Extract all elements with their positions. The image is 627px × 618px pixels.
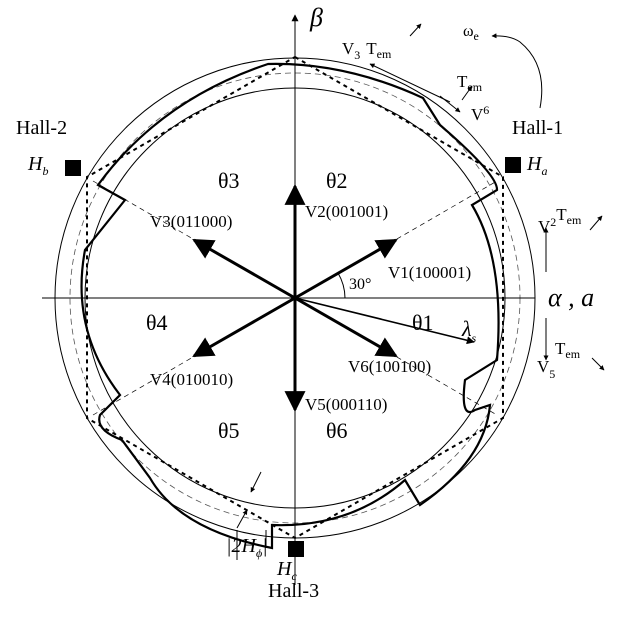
vector-v1 — [294, 238, 398, 300]
omega-label: ωe — [463, 23, 479, 43]
omega-symbol: ω — [463, 23, 474, 40]
hb-label: Hb — [27, 153, 48, 178]
angle-label: 30° — [349, 276, 371, 293]
vector-v3 — [192, 238, 296, 300]
v5-v: V — [537, 357, 550, 376]
v2-tem-label: V2Tem — [538, 205, 582, 236]
flux-trajectory — [80, 62, 500, 550]
hall-1-label: Hall-1 — [512, 117, 563, 139]
hc-sub: c — [291, 569, 297, 583]
v2-sub: 2 — [550, 215, 556, 229]
v5-tem-label: V5 — [537, 357, 555, 381]
hall-3-label: Hall-3 — [268, 580, 319, 602]
v2-t-sub: em — [567, 213, 582, 227]
vector-v6 — [294, 296, 398, 358]
two-h-phi-label: |2Hϕ| — [226, 535, 268, 560]
vector-v1-label: V1(100001) — [388, 263, 471, 282]
omega-rotation-arrow — [491, 33, 543, 109]
sector-theta-1: θ1 — [412, 310, 434, 335]
ha-sub: a — [541, 164, 547, 178]
vector-v6-label: V6(100100) — [348, 357, 431, 376]
phi-sub: ϕ — [256, 546, 262, 560]
sector-theta-2: θ2 — [326, 168, 348, 193]
two-h-bar: | — [262, 535, 268, 557]
hall-sensor-2 — [65, 160, 81, 176]
flux-vector-lambda-s — [294, 297, 475, 345]
hysteresis-marks — [236, 471, 267, 560]
hc-label: Hc — [276, 558, 297, 583]
sector-theta-6: θ6 — [326, 418, 348, 443]
angle-arc — [337, 272, 346, 299]
tem-top-t: T — [457, 72, 468, 91]
v6-top-label: V6 — [471, 103, 489, 124]
v3-sub: 3 — [354, 48, 360, 62]
v5-t-sub: em — [565, 347, 580, 361]
v3-t: T — [366, 39, 377, 58]
v6-top-v: V — [471, 105, 484, 124]
vector-v4-label: V4(010010) — [150, 370, 233, 389]
ha-label: Ha — [526, 153, 547, 178]
v3-t-sub: em — [377, 47, 392, 61]
sector-boundaries — [92, 180, 498, 416]
sector-theta-5: θ5 — [218, 418, 240, 443]
omega-sub: e — [474, 29, 479, 43]
v5-t: T — [555, 339, 566, 358]
torque-indicators — [369, 23, 605, 371]
tem-top-sub: em — [467, 80, 482, 94]
two-h: |2H — [226, 535, 257, 557]
lambda-symbol: λ — [461, 316, 472, 341]
sector-theta-4: θ4 — [146, 310, 168, 335]
ha-h: H — [526, 153, 543, 175]
beta-label: β — [309, 3, 323, 32]
vector-v5-label: V5(000110) — [305, 395, 387, 414]
vector-v4 — [192, 296, 296, 358]
hb-h: H — [27, 153, 44, 175]
v3-v: V — [342, 39, 355, 58]
tem-label-top: Tem — [457, 72, 483, 94]
vector-v3-label: V3(011000) — [150, 212, 232, 231]
v2-v: V — [538, 217, 551, 236]
hall-sensor-1 — [505, 157, 521, 173]
alpha-a-label: α , a — [548, 283, 594, 312]
v6-top-sub: 6 — [483, 103, 489, 117]
lambda-label: λs — [461, 316, 477, 345]
sector-theta-3: θ3 — [218, 168, 240, 193]
voltage-vectors — [192, 183, 398, 413]
lambda-sub: s — [472, 331, 477, 345]
hall-2-label: Hall-2 — [16, 117, 67, 139]
v5-t-label: Tem — [555, 339, 581, 361]
vector-v2-label: V2(001001) — [305, 202, 388, 221]
hb-sub: b — [42, 164, 48, 178]
v2-t: T — [556, 205, 567, 224]
hall-sensor-3 — [288, 541, 304, 557]
v5-sub: 5 — [549, 367, 555, 381]
hc-h: H — [276, 558, 293, 580]
